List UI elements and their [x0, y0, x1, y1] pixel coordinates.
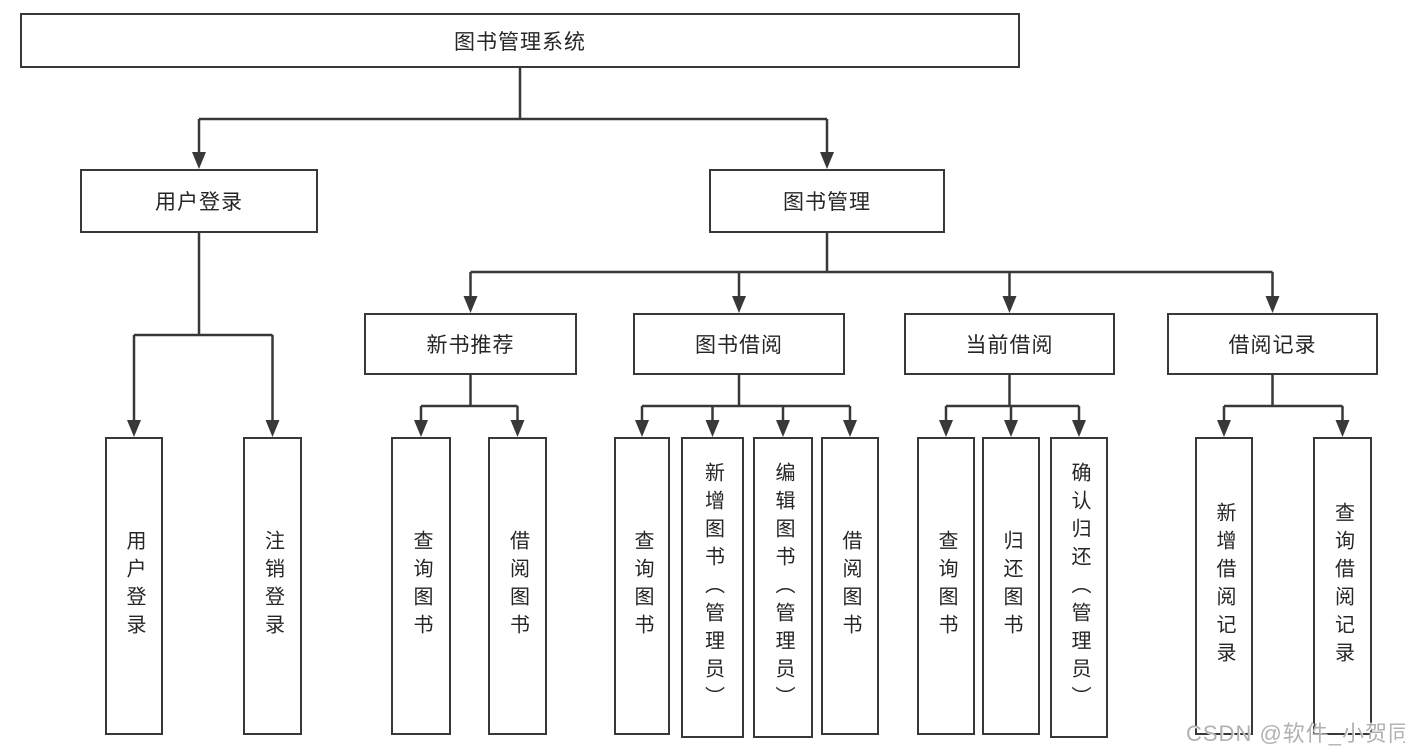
leaf-add-books-admin: 新增图书（管理员）: [681, 437, 744, 738]
leaf-query-books-borrow-label: 查询图书: [631, 530, 653, 642]
node-book-management-label: 图书管理: [783, 191, 871, 214]
leaf-query-books-current-label: 查询图书: [935, 530, 957, 642]
leaf-edit-books-admin: 编辑图书（管理员）: [753, 437, 813, 738]
node-current-borrow-label: 当前借阅: [965, 334, 1054, 357]
leaf-add-borrow-record: 新增借阅记录: [1195, 437, 1253, 735]
leaf-query-borrow-record-label: 查询借阅记录: [1331, 502, 1354, 670]
leaf-borrow-books-recommend: 借阅图书: [488, 437, 547, 735]
node-user-login: 用户登录: [80, 169, 318, 233]
node-borrow-records-label: 借阅记录: [1228, 334, 1317, 357]
node-book-borrow: 图书借阅: [633, 313, 845, 375]
leaf-user-login: 用户登录: [105, 437, 163, 735]
node-user-login-label: 用户登录: [155, 191, 243, 214]
node-root-system-label: 图书管理系统: [454, 30, 586, 54]
node-book-borrow-label: 图书借阅: [695, 334, 783, 357]
leaf-add-borrow-record-label: 新增借阅记录: [1213, 502, 1235, 670]
leaf-query-books-recommend: 查询图书: [391, 437, 451, 735]
leaf-query-books-borrow: 查询图书: [614, 437, 670, 735]
leaf-return-books: 归还图书: [982, 437, 1040, 735]
node-new-book-recommend-label: 新书推荐: [426, 334, 515, 357]
node-borrow-records: 借阅记录: [1167, 313, 1378, 375]
leaf-borrow-books: 借阅图书: [821, 437, 879, 735]
leaf-confirm-return-admin-label: 确认归还（管理员）: [1068, 461, 1090, 714]
leaf-add-books-admin-label: 新增图书（管理员）: [701, 461, 724, 714]
leaf-logout: 注销登录: [243, 437, 302, 735]
leaf-query-books-current: 查询图书: [917, 437, 975, 735]
leaf-borrow-books-recommend-label: 借阅图书: [506, 530, 529, 642]
leaf-user-login-label: 用户登录: [123, 530, 145, 642]
leaf-edit-books-admin-label: 编辑图书（管理员）: [772, 461, 794, 714]
leaf-borrow-books-label: 借阅图书: [839, 530, 861, 642]
node-new-book-recommend: 新书推荐: [364, 313, 577, 375]
node-current-borrow: 当前借阅: [904, 313, 1115, 375]
node-book-management: 图书管理: [709, 169, 945, 233]
leaf-confirm-return-admin: 确认归还（管理员）: [1050, 437, 1108, 738]
leaf-return-books-label: 归还图书: [1000, 530, 1022, 642]
leaf-query-books-recommend-label: 查询图书: [410, 530, 432, 642]
csdn-watermark: CSDN @软件_小贺同学: [1186, 721, 1405, 746]
leaf-logout-label: 注销登录: [261, 530, 284, 642]
node-root-system: 图书管理系统: [20, 13, 1020, 68]
leaf-query-borrow-record: 查询借阅记录: [1313, 437, 1372, 735]
